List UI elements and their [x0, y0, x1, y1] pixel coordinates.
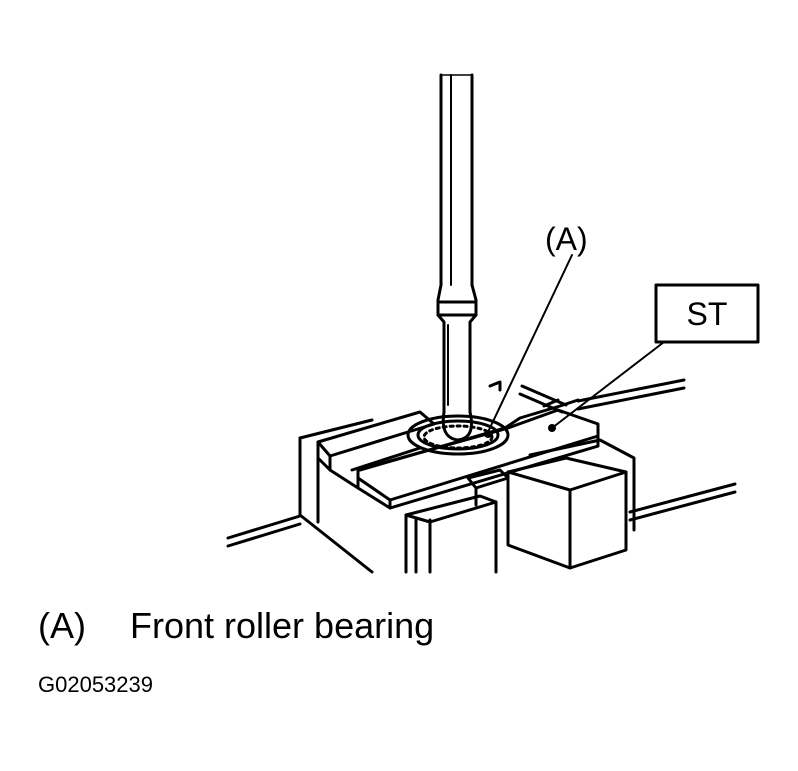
press-shaft	[436, 73, 478, 442]
st-plate	[356, 384, 600, 510]
bearing-callout-label: (A)	[545, 221, 588, 257]
bearing-ring	[406, 414, 510, 456]
leader-lines	[487, 254, 665, 433]
legend-key: (A)	[38, 605, 86, 646]
tool-callout-label: ST	[687, 296, 728, 332]
support-pillar	[404, 494, 498, 574]
legend-description: Front roller bearing	[130, 605, 435, 646]
press-base-block	[298, 418, 374, 574]
legend-item: (A) Front roller bearing	[38, 604, 434, 648]
figure-id: G02053239	[38, 672, 153, 697]
tool-leader-dot	[548, 424, 556, 432]
base-rails	[226, 378, 737, 548]
bearing-leader-dot	[484, 430, 492, 438]
st-label-box	[654, 283, 760, 344]
